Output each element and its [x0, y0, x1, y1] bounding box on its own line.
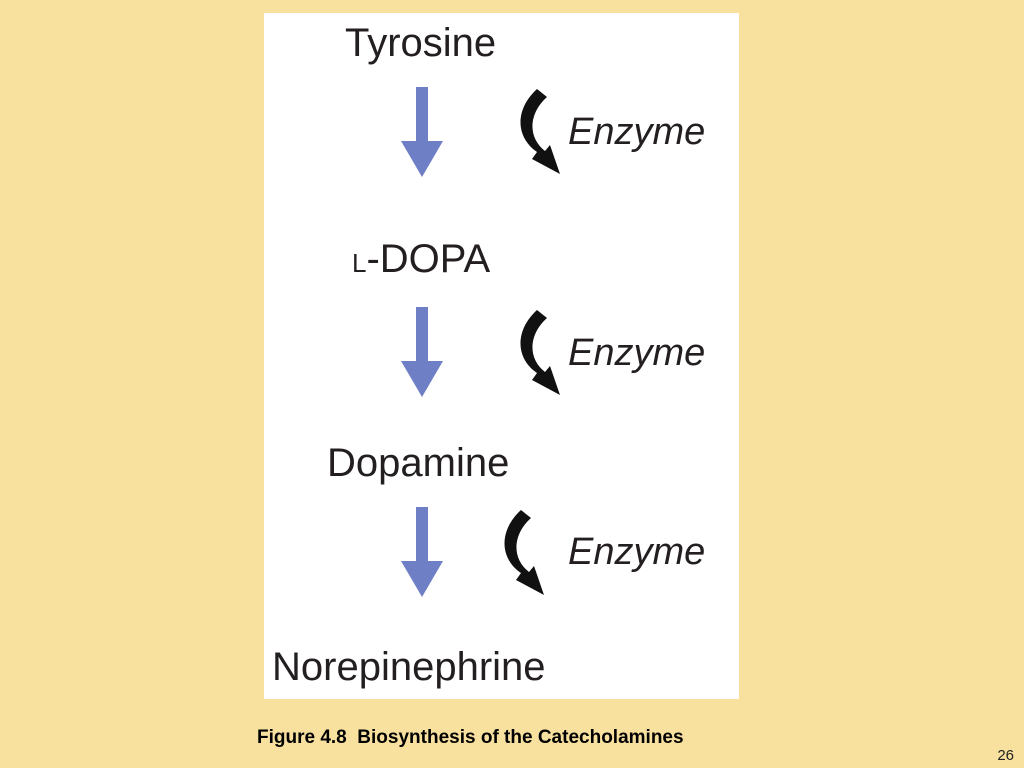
compound-l-dopa: L-DOPA — [352, 239, 490, 279]
figure-caption: Figure 4.8 Biosynthesis of the Catechola… — [257, 727, 684, 748]
page-number: 26 — [997, 747, 1014, 764]
compound-prefix: L — [352, 248, 367, 278]
compound-dopamine: Dopamine — [327, 443, 509, 483]
compound-tyrosine: Tyrosine — [345, 23, 496, 63]
compound-label: -DOPA — [366, 237, 491, 281]
enzyme-label: Enzyme — [568, 111, 706, 153]
figure-panel: Tyrosine Enzyme L-DOPA Enzyme Dopamine E… — [264, 13, 739, 699]
curved-arrow-icon — [520, 310, 560, 395]
compound-label: Norepinephrine — [272, 645, 546, 689]
enzyme-label: Enzyme — [568, 332, 706, 374]
curved-arrow-icon — [504, 510, 544, 595]
compound-label: Tyrosine — [345, 21, 497, 65]
enzyme-label: Enzyme — [568, 531, 706, 573]
down-arrow-icon — [401, 87, 443, 177]
compound-label: Dopamine — [327, 441, 510, 485]
down-arrow-icon — [401, 307, 443, 397]
curved-arrow-icon — [520, 89, 560, 174]
down-arrow-icon — [401, 507, 443, 597]
compound-norepinephrine: Norepinephrine — [272, 647, 546, 687]
